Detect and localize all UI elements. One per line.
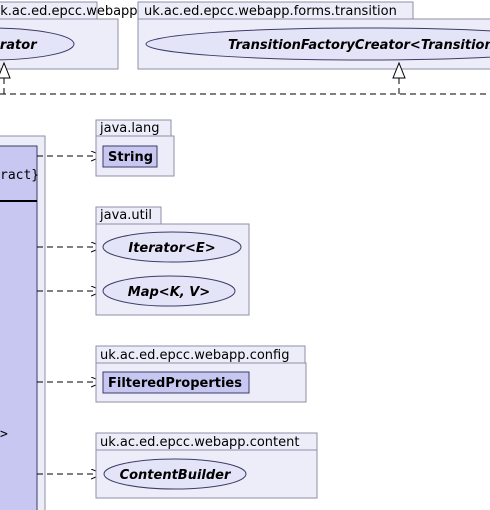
iterator-interface-ellipse[interactable] [0, 27, 75, 61]
package-top-content: uk.ac.ed.epcc.webapp.content Iterator [0, 1, 191, 70]
content-builder-label[interactable]: ContentBuilder [120, 468, 232, 483]
package-java-util-name: java.util [99, 208, 152, 223]
package-webapp-content: uk.ac.ed.epcc.webapp.content ContentBuil… [95, 432, 318, 499]
package-webapp-config-name: uk.ac.ed.epcc.webapp.config [100, 348, 289, 363]
package-java-util: java.util Iterator<E> Map<K, V> [95, 206, 250, 316]
string-class-box[interactable] [102, 145, 158, 168]
map-kv-label[interactable]: Map<K, V> [128, 285, 210, 300]
realization-arrow-iterator [0, 61, 11, 79]
package-java-lang-name: java.lang [99, 121, 159, 136]
package-webapp-config: uk.ac.ed.epcc.webapp.config FilteredProp… [95, 345, 307, 403]
transition-factory-creator-label[interactable]: TransitionFactoryCreator<Transition [228, 38, 490, 53]
iterator-interface-label[interactable]: Iterator [0, 38, 38, 53]
package-java-lang: java.lang String [95, 119, 175, 177]
package-top-transition-name: uk.ac.ed.epcc.webapp.forms.transition [144, 4, 397, 19]
map-kv-ellipse[interactable] [102, 275, 236, 307]
realization-arrow-transition [392, 61, 406, 79]
main-class-box[interactable] [0, 145, 38, 510]
filtered-properties-class-label[interactable]: FilteredProperties [108, 376, 242, 391]
package-top-transition: uk.ac.ed.epcc.webapp.forms.transition Tr… [137, 1, 490, 70]
content-builder-ellipse[interactable] [103, 458, 247, 490]
package-webapp-content-name: uk.ac.ed.epcc.webapp.content [100, 435, 299, 450]
iterator-e-label[interactable]: Iterator<E> [128, 241, 215, 256]
dependency-connectors [37, 156, 103, 474]
main-package: ract} > [0, 135, 46, 510]
realization-connectors [0, 61, 490, 95]
main-class-partial-label: > [0, 427, 8, 442]
string-class-label[interactable]: String [108, 150, 153, 165]
filtered-properties-class-box[interactable] [102, 371, 250, 394]
iterator-e-ellipse[interactable] [102, 231, 242, 263]
main-class-stereotype: ract} [0, 168, 39, 183]
transition-factory-creator-ellipse[interactable] [145, 27, 490, 61]
